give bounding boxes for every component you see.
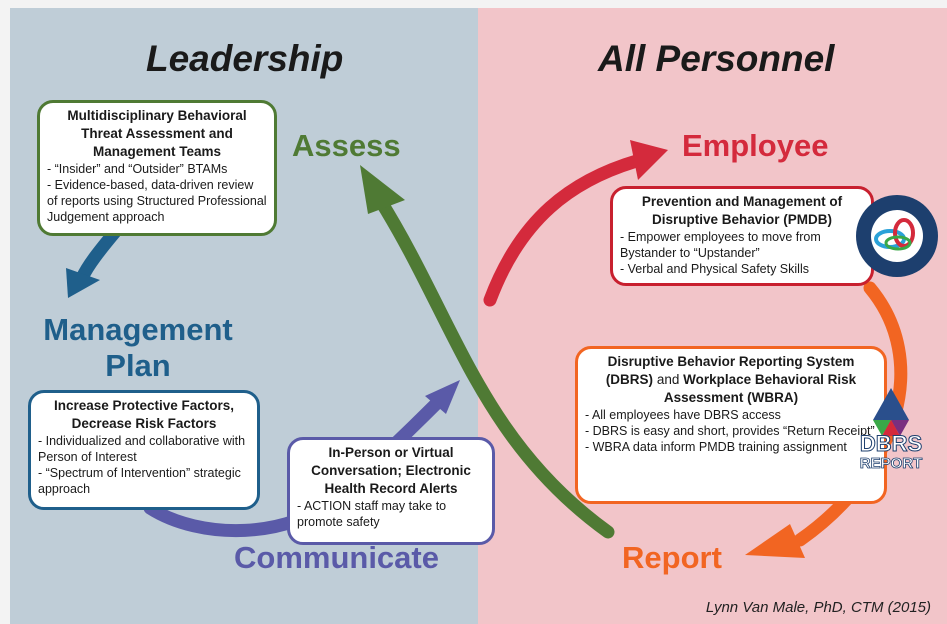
dbrs-logo-subtext: REPORT [860,455,923,472]
pmdb-logo [856,195,938,277]
conversation-title: In-Person or Virtual Conversation; Elect… [311,445,471,496]
employee-label: Employee [682,128,829,163]
dbrs-box: Disruptive Behavior Reporting System (DB… [575,346,887,504]
btam-bullet: - Evidence-based, data-driven review of … [47,178,267,224]
protective-title: Increase Protective Factors, Decrease Ri… [53,398,235,431]
pmdb-title: Prevention and Management of Disruptive … [641,194,843,227]
author-credit: Lynn Van Male, PhD, CTM (2015) [705,599,931,616]
pmdb-box: Prevention and Management of Disruptive … [610,186,874,286]
leadership-heading: Leadership [146,38,344,79]
dbrs-bullet: - DBRS is easy and short, provides “Retu… [585,424,875,438]
dbrs-report-logo: DBRS REPORT [859,388,923,472]
employee-arrowhead [630,140,668,180]
employee-arrow [483,153,647,307]
assess-label: Assess [292,128,401,163]
protective-bullet: - Individualized and collaborative with … [38,434,246,464]
report-label: Report [622,540,722,575]
management-arrow [75,225,122,285]
dbrs-title-and: and [653,372,684,387]
communicate-label: Communicate [234,540,439,575]
management-plan-label: Management Plan [43,312,233,383]
management-arrowhead [66,268,100,298]
btam-bullet: - “Insider” and “Outsider” BTAMs [47,162,228,176]
dbrs-bullet: - WBRA data inform PMDB training assignm… [585,440,847,454]
dbrs-bullet: - All employees have DBRS access [585,408,781,422]
dbrs-logo-text: DBRS [860,431,922,456]
dbrs-title: Disruptive Behavior Reporting System (DB… [585,353,877,407]
conversation-box: In-Person or Virtual Conversation; Elect… [287,437,495,545]
assess-arrowhead [360,165,405,214]
dbrs-title-part2: Workplace Behavioral Risk Assessment (WB… [663,372,857,405]
assess-arrow [373,193,615,539]
all-personnel-panel [478,8,947,624]
all-personnel-heading: All Personnel [598,38,835,79]
communicate-arrowhead [425,380,460,414]
btam-title: Multidisciplinary Behavioral Threat Asse… [67,108,247,159]
pmdb-bullet: - Verbal and Physical Safety Skills [620,262,809,276]
protective-bullet: - “Spectrum of Intervention” strategic a… [38,466,241,496]
protective-factors-box: Increase Protective Factors, Decrease Ri… [28,390,260,510]
dbrs-title-part1: Disruptive Behavior Reporting System (DB… [605,354,855,387]
report-arrowhead [745,524,805,558]
pmdb-bullet: - Empower employees to move from Bystand… [620,230,821,260]
btam-box: Multidisciplinary Behavioral Threat Asse… [37,100,277,236]
conversation-bullet: - ACTION staff may take to promote safet… [297,499,447,529]
